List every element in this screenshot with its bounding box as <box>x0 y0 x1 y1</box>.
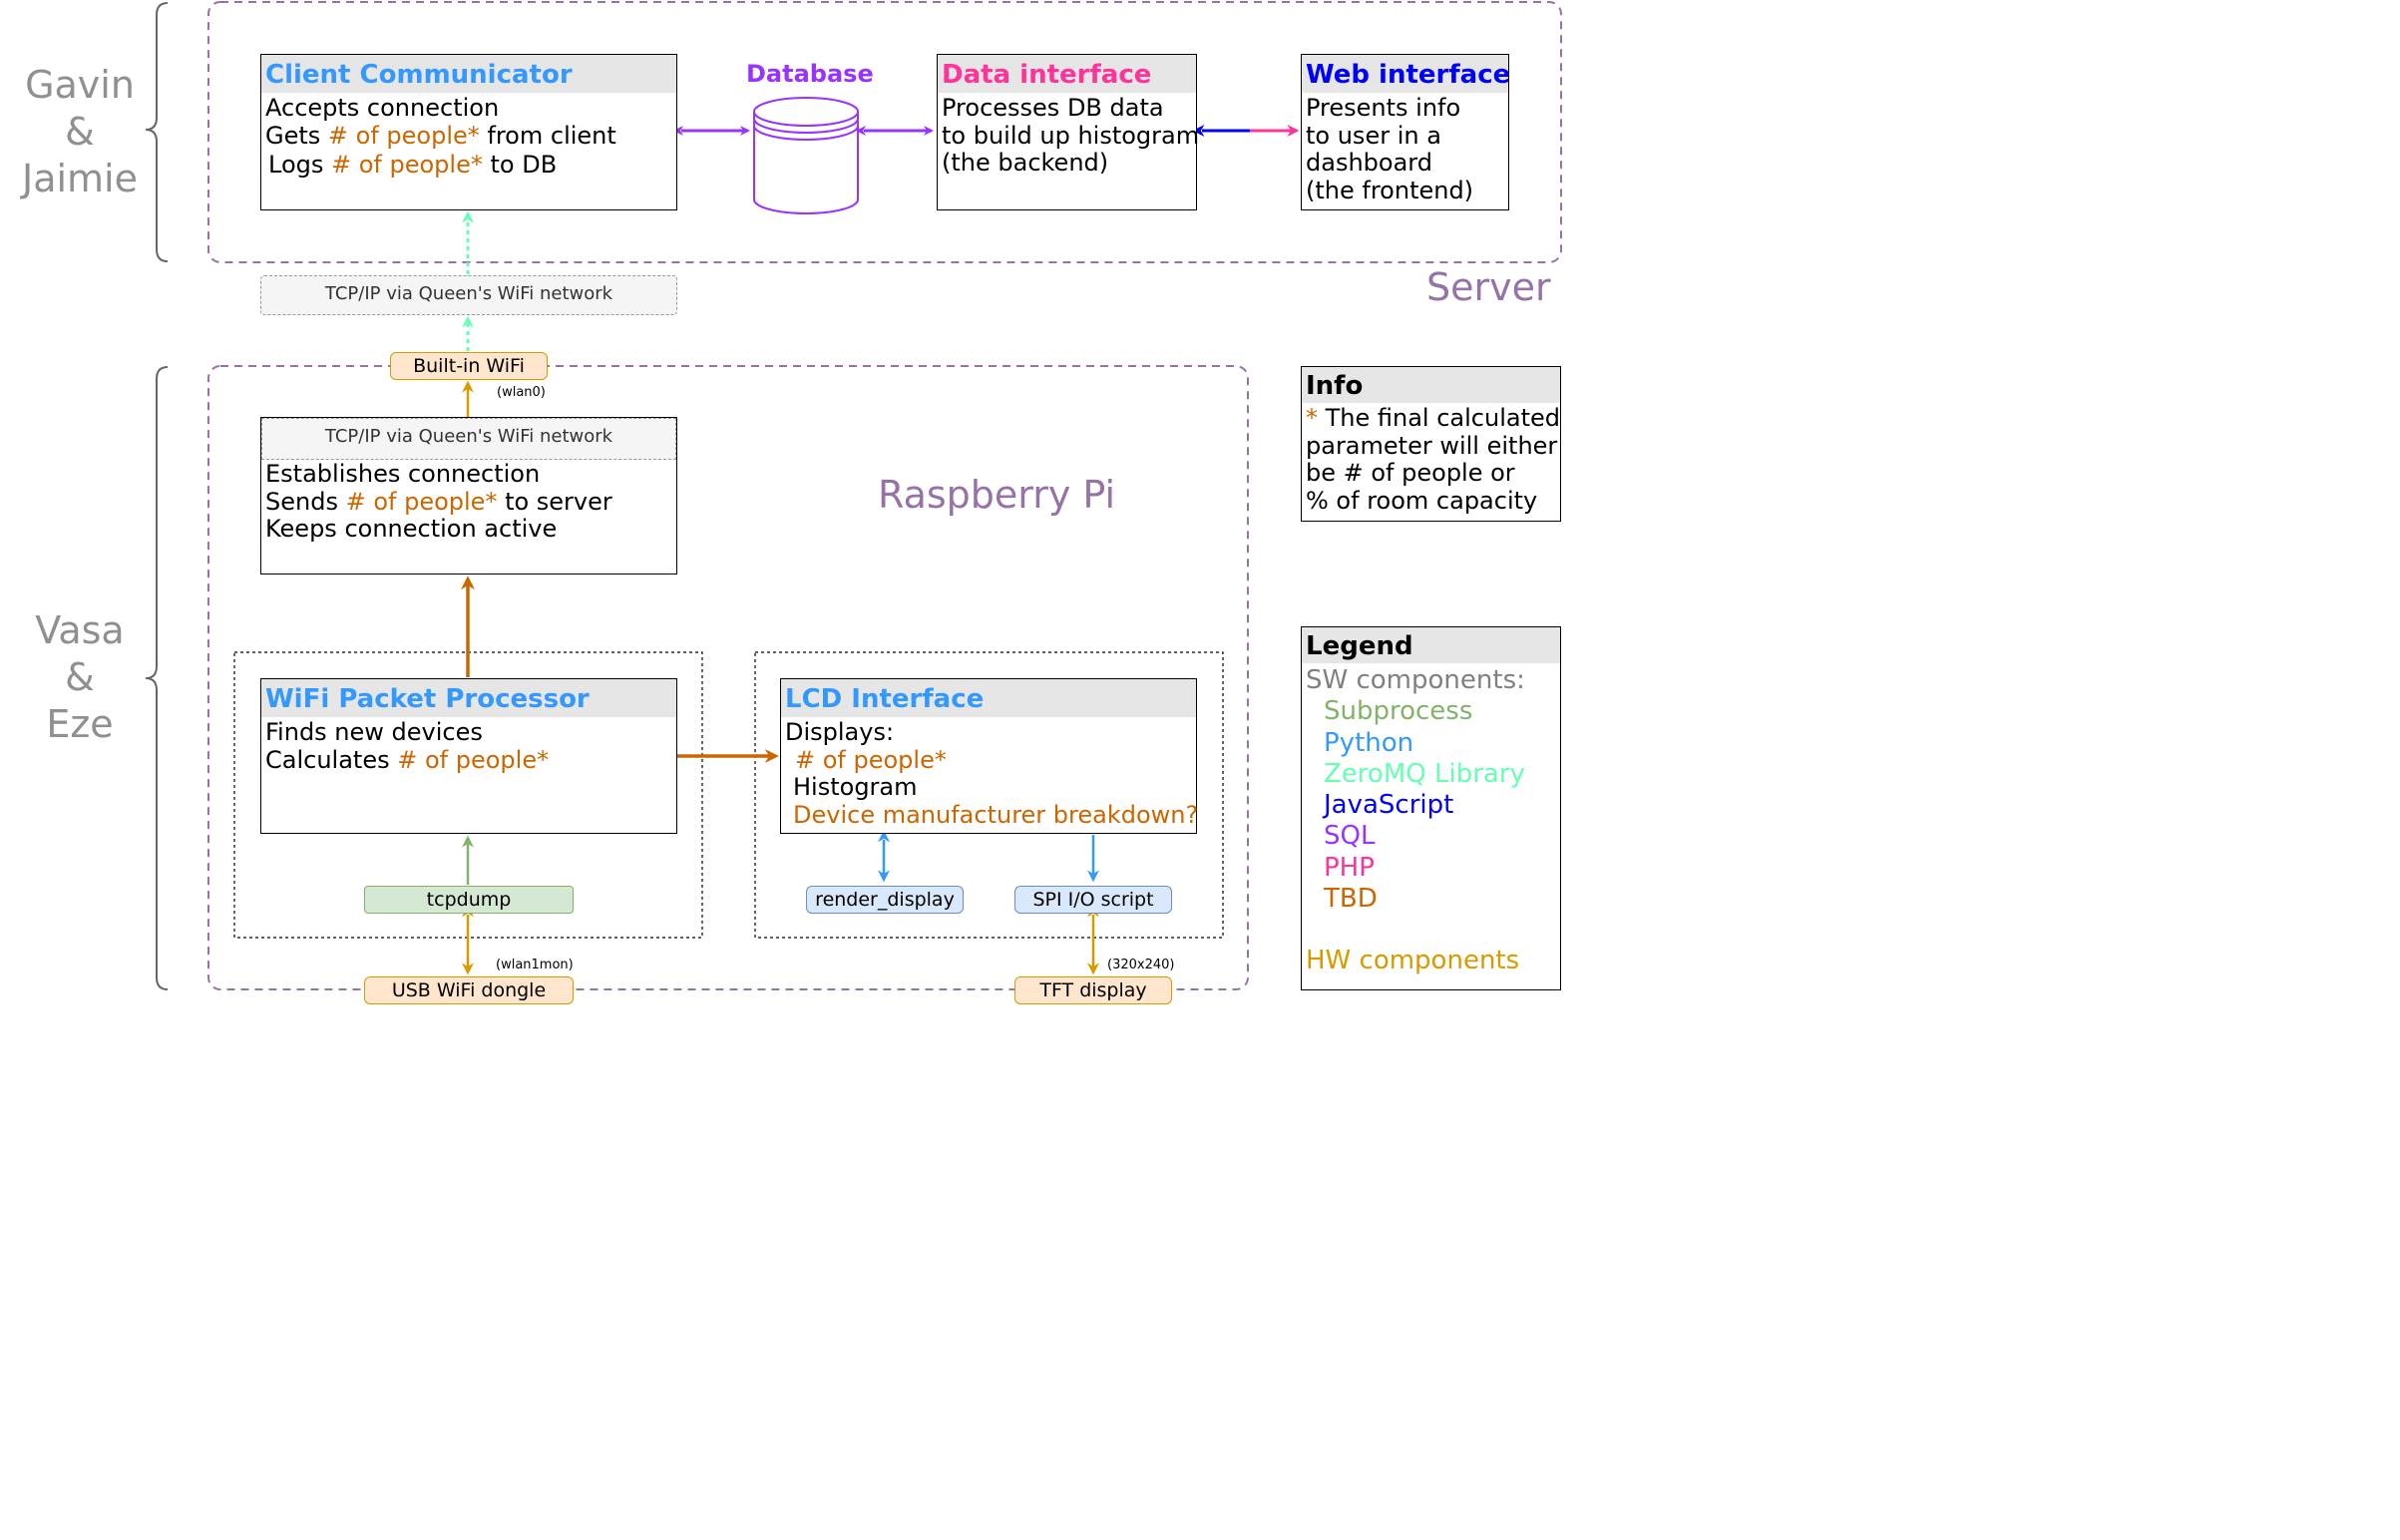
raspberry-pi-zone-title: Raspberry Pi <box>878 473 1116 517</box>
body-line: Histogram <box>793 773 918 801</box>
group-name-1: Gavin <box>25 63 135 107</box>
body-line: Calculates # of people* <box>265 745 672 775</box>
body-line: Processes DB data <box>942 94 1164 122</box>
group-name-2: Jaimie <box>21 157 138 200</box>
body-line: Sends # of people* to server <box>265 487 672 517</box>
resolution-label: (320x240) <box>1107 958 1175 972</box>
body-line: Displays: <box>785 718 895 746</box>
body-line: parameter will either <box>1306 431 1558 460</box>
builtin-wifi-node: Built-in WiFi <box>390 352 548 380</box>
data-interface-body: Processes DB data to build up histogram … <box>938 93 1200 178</box>
tft-display-node: TFT display <box>1014 976 1172 1004</box>
legend-item: SQL <box>1324 821 1376 852</box>
body-line: to build up histogram <box>942 121 1200 150</box>
client-communicator-title: Client Communicator <box>261 55 676 93</box>
raspberry-pi-zone <box>207 365 1249 990</box>
body-line: Logs # of people* to DB <box>265 151 672 180</box>
text: The final calculated <box>1318 404 1560 432</box>
body-line: be # of people or <box>1306 459 1515 487</box>
packet-processor-box: WiFi Packet Processor Finds new devices … <box>260 678 677 834</box>
legend-item: JavaScript <box>1324 790 1454 821</box>
packet-processor-body: Finds new devices Calculates # of people… <box>261 717 676 774</box>
diagram-canvas <box>145 1 1562 990</box>
web-interface-body: Presents info to user in a dashboard (th… <box>1302 93 1508 204</box>
text: Gets <box>265 121 328 150</box>
body-line: Accepts connection <box>265 94 500 122</box>
body-line: (the frontend) <box>1306 176 1474 204</box>
lcd-interface-box: LCD Interface Displays: # of people* His… <box>780 678 1199 834</box>
legend-item: Python <box>1324 727 1414 758</box>
data-interface-title: Data interface <box>938 55 1196 93</box>
text: Sends <box>265 487 346 516</box>
legend-title: Legend <box>1302 627 1560 663</box>
legend-item: TBD <box>1324 884 1378 915</box>
group-name-1: Vasa <box>35 608 125 652</box>
body-line: Establishes connection <box>265 460 541 488</box>
network-label-top: TCP/IP via Queen's WiFi network <box>260 275 677 315</box>
lcd-interface-body: Displays: # of people* Histogram Device … <box>781 717 1199 829</box>
legend-item: PHP <box>1324 852 1375 883</box>
sender-body: Establishes connection Sends # of people… <box>261 460 676 544</box>
lcd-interface-title: LCD Interface <box>781 679 1196 717</box>
wlan1mon-label: (wlan1mon) <box>496 958 574 972</box>
highlight-text: # of people* <box>331 151 483 179</box>
usb-dongle-node: USB WiFi dongle <box>364 976 574 1004</box>
info-body: * The final calculated parameter will ei… <box>1302 403 1560 515</box>
web-interface-title: Web interface <box>1302 55 1508 93</box>
group-ampersand: & <box>65 655 95 699</box>
bottom-brace <box>145 366 169 990</box>
legend-hw-heading: HW components <box>1306 946 1520 976</box>
legend-item: ZeroMQ Library <box>1324 758 1525 789</box>
server-zone-title: Server <box>1426 265 1551 309</box>
asterisk: * <box>1306 404 1318 432</box>
body-line: Gets # of people* from client <box>265 121 672 151</box>
wlan0-label: (wlan0) <box>497 385 546 400</box>
database-icon <box>753 97 859 214</box>
body-line: Device manufacturer breakdown? <box>793 800 1199 829</box>
lcd-group <box>754 651 1224 939</box>
legend-sw-heading: SW components: <box>1306 665 1525 695</box>
bottom-group-label: Vasa & Eze <box>10 607 150 748</box>
web-interface-box: Web interface Presents info to user in a… <box>1301 54 1509 210</box>
body-line: % of room capacity <box>1306 486 1538 515</box>
text: Logs <box>268 151 331 179</box>
body-line: # of people* <box>795 745 947 774</box>
text: Calculates <box>265 745 398 774</box>
info-title: Info <box>1302 367 1560 403</box>
sender-box: TCP/IP via Queen's WiFi network Establis… <box>260 417 677 575</box>
data-interface-box: Data interface Processes DB data to buil… <box>937 54 1200 210</box>
body-line: Finds new devices <box>265 718 483 746</box>
body-line: dashboard <box>1306 149 1432 177</box>
text: to DB <box>482 151 558 179</box>
database-label: Database <box>746 60 874 88</box>
info-box: Info * The final calculated parameter wi… <box>1301 366 1561 522</box>
client-communicator-body: Accepts connection Gets # of people* fro… <box>261 93 676 180</box>
legend-item: Subprocess <box>1324 696 1473 727</box>
render-display-node: render_display <box>806 886 964 914</box>
body-line: to user in a <box>1306 121 1441 150</box>
client-communicator-box: Client Communicator Accepts connection G… <box>260 54 677 210</box>
body-line: (the backend) <box>942 149 1109 177</box>
body-line: * The final calculated <box>1306 404 1560 433</box>
body-line: Keeps connection active <box>265 515 558 543</box>
text: to server <box>497 487 612 516</box>
highlight-text: # of people* <box>397 745 550 774</box>
sender-network-header: TCP/IP via Queen's WiFi network <box>261 418 676 460</box>
server-zone <box>207 1 1562 263</box>
body-line: Presents info <box>1306 94 1461 122</box>
tcpdump-node: tcpdump <box>364 886 574 914</box>
group-name-2: Eze <box>46 702 114 746</box>
packet-processor-title: WiFi Packet Processor <box>261 679 676 717</box>
spi-script-node: SPI I/O script <box>1014 886 1172 914</box>
highlight-text: # of people* <box>327 121 480 150</box>
group-ampersand: & <box>65 110 95 154</box>
highlight-text: # of people* <box>345 487 498 516</box>
text: from client <box>479 121 616 150</box>
top-brace <box>145 2 169 262</box>
top-group-label: Gavin & Jaimie <box>10 62 150 202</box>
